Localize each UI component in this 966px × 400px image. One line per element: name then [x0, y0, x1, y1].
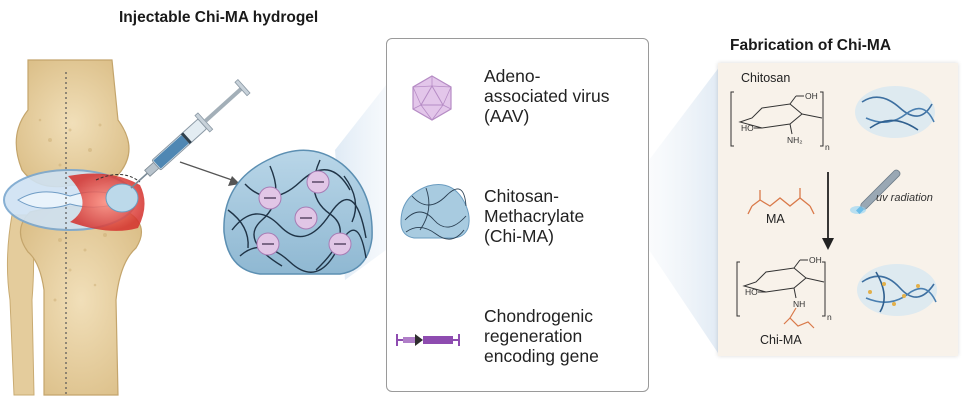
aav-icon: [412, 75, 452, 121]
uv-glow: [850, 206, 866, 214]
uv-label: uv radiation: [876, 192, 933, 204]
chi-ma-line-3: (Chi-MA): [484, 226, 554, 246]
right-projection-cone: [649, 66, 720, 356]
gene-line-3: encoding gene: [484, 346, 599, 366]
gene-icon: [396, 334, 460, 346]
chi-ma-structure: [736, 259, 826, 317]
gene-line-1: Chondrogenic: [484, 306, 593, 326]
chitosan-ho: HO: [741, 123, 754, 133]
chitosan-oh: OH: [805, 91, 818, 101]
chi-ma-ho: HO: [745, 287, 758, 297]
chi-ma-oh: OH: [809, 255, 822, 265]
chi-ma-nh: NH: [793, 299, 806, 309]
injection-arc: [95, 174, 141, 183]
aav-genes: [262, 181, 346, 245]
fabrication-title: Fabrication of Chi-MA: [730, 37, 892, 54]
aav-legend-text: Adeno- associated virus (AAV): [484, 66, 634, 126]
chi-ma-line-2: Methacrylate: [484, 206, 585, 226]
chi-ma-line-1: Chitosan-: [484, 186, 559, 206]
ma-label: MA: [766, 212, 785, 226]
ma-molecule: [747, 188, 815, 215]
chitosan-nh2: NH₂: [787, 135, 803, 145]
aav-line-3: (AAV): [484, 106, 530, 126]
crosslinked-strands: [857, 264, 937, 316]
knee-title: Injectable Chi-MA hydrogel: [119, 9, 319, 26]
injected-hydrogel: [105, 183, 139, 213]
aav-line-1: Adeno-: [484, 66, 541, 86]
chitosan-strands: [855, 86, 935, 138]
reaction-arrow-head: [822, 238, 834, 250]
chitosan-n: n: [825, 142, 830, 152]
chitosan-structure: [730, 91, 824, 147]
methacryl-group: [783, 307, 815, 329]
bone-texture: [38, 118, 107, 302]
chi-ma-legend-text: Chitosan- Methacrylate (Chi-MA): [484, 186, 634, 246]
chitosan-label: Chitosan: [741, 71, 791, 85]
chi-ma-hydrogel-icon: [400, 184, 470, 240]
gene-line-2: regeneration: [484, 326, 583, 346]
aav-line-2: associated virus: [484, 86, 610, 106]
chi-ma-n: n: [827, 312, 832, 322]
chi-ma-label: Chi-MA: [760, 333, 802, 347]
gene-legend-text: Chondrogenic regeneration encoding gene: [484, 306, 634, 366]
